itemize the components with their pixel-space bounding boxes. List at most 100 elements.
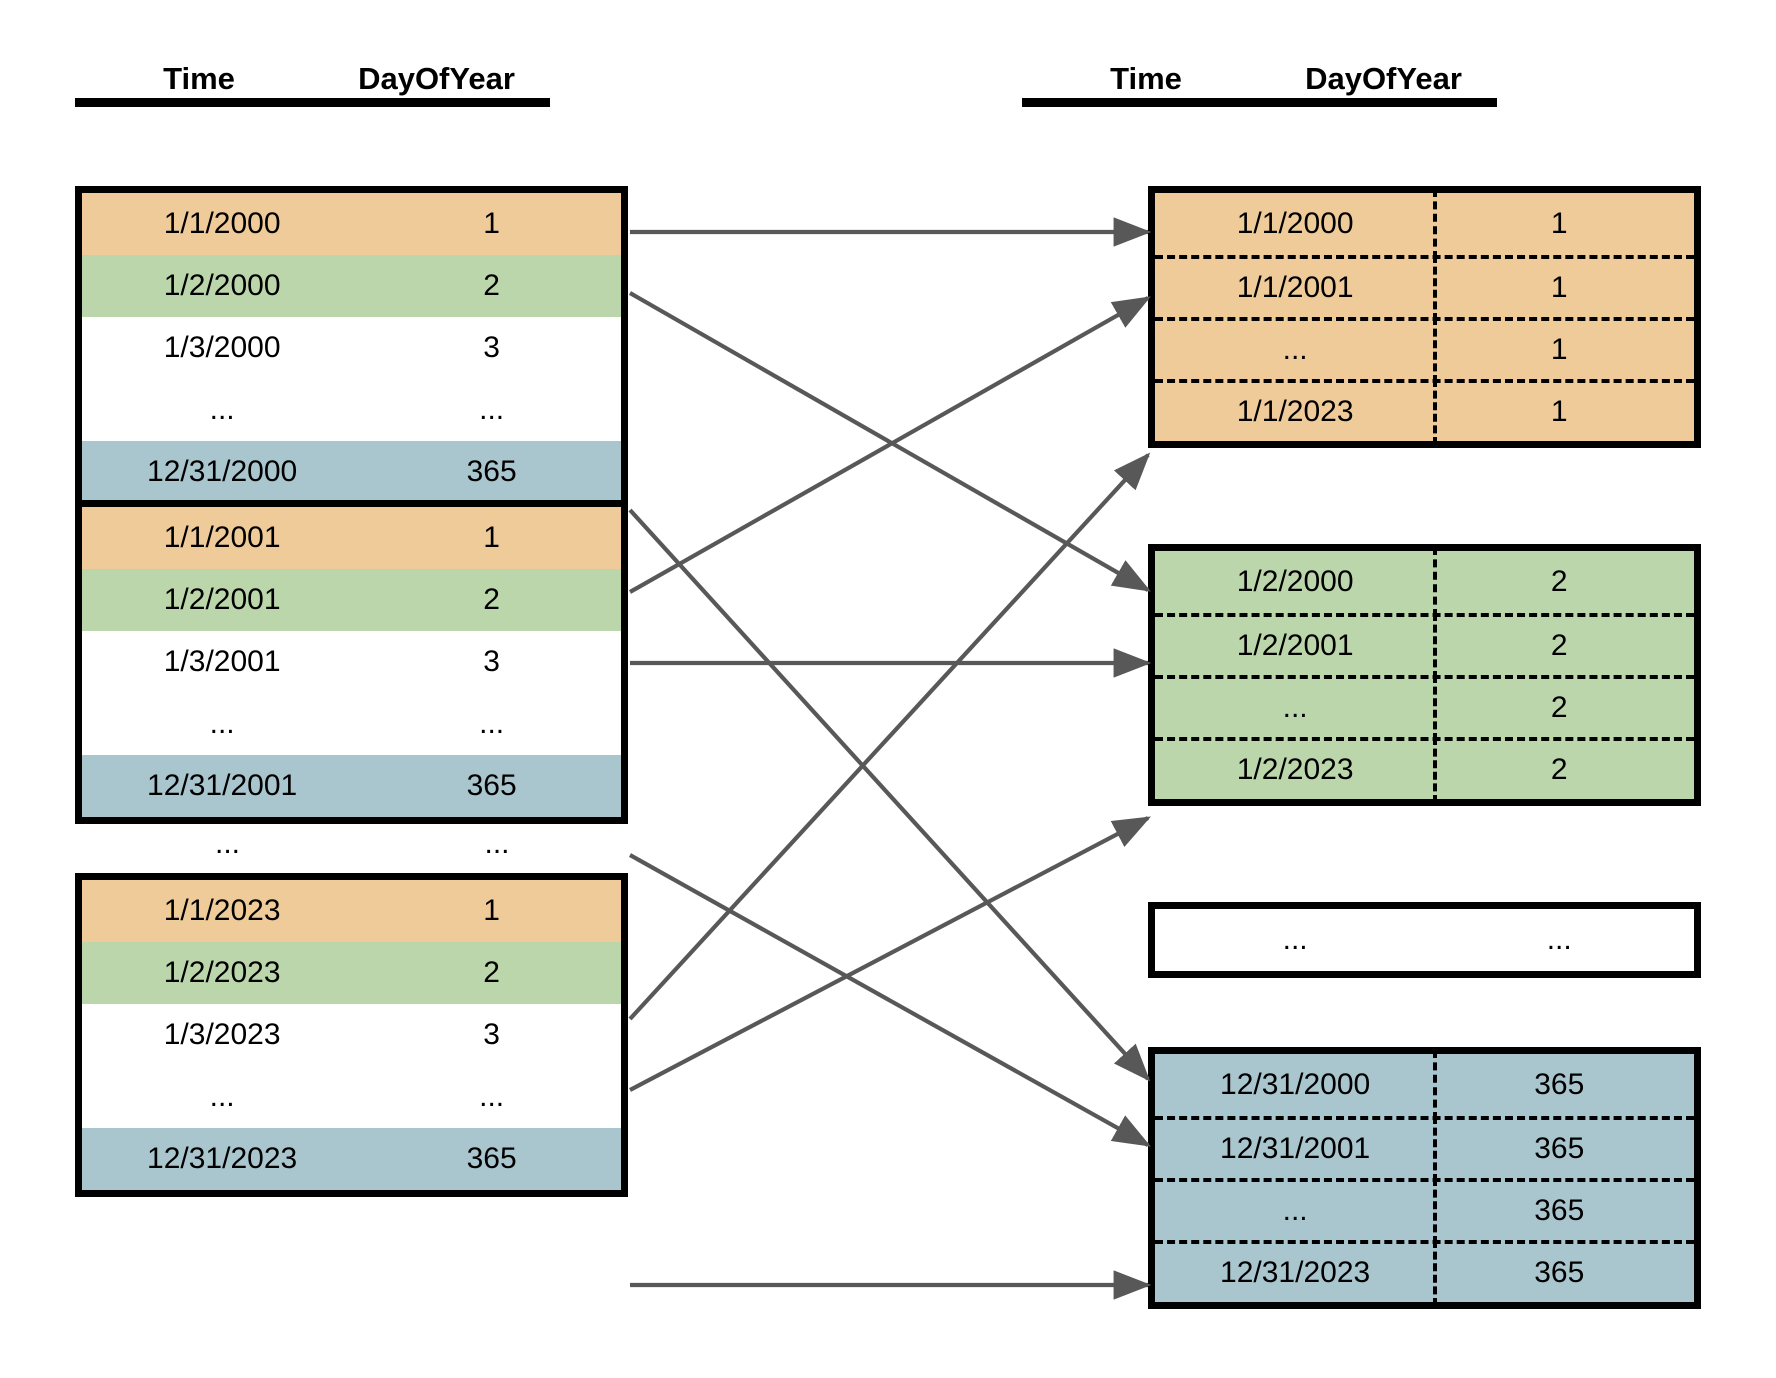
cell-dayofyear: 2 <box>483 583 500 616</box>
table-row: 12/31/2023 365 <box>1155 1240 1694 1306</box>
table-row: 1/2/2000 2 <box>1155 547 1694 617</box>
mapping-arrow <box>628 508 1151 1082</box>
cell-time: 1/1/2000 <box>163 207 281 240</box>
cell-time: 12/31/2023 <box>1155 1240 1438 1306</box>
table-row: 1/1/2001 1 <box>82 507 621 569</box>
table-row: 1/1/2000 1 <box>82 193 621 255</box>
table-row: 1/2/2000 2 <box>82 255 621 317</box>
cell-dayofyear: 1 <box>1550 271 1568 304</box>
cell-time: ... <box>1282 923 1308 956</box>
table-row: 1/1/2000 1 <box>1155 189 1694 259</box>
cell-time: 12/31/2001 <box>1155 1116 1438 1182</box>
cell-time: 1/1/2023 <box>1155 379 1438 445</box>
cell-dayofyear: 365 <box>1534 1256 1585 1289</box>
cell-dayofyear: ... <box>1546 923 1572 956</box>
table-row: ... ... <box>82 693 621 755</box>
cell-time: 1/2/2001 <box>1155 613 1438 679</box>
table-row: 1/1/2023 1 <box>1155 379 1694 445</box>
cell-time: 1/3/2001 <box>163 645 281 678</box>
table-row: ... 1 <box>1155 317 1694 383</box>
left-table-separator-ellipsis: ... ... <box>82 815 621 873</box>
cell-time: ... <box>215 827 241 860</box>
table-row: 1/2/2001 2 <box>82 569 621 631</box>
right-header-time: Time <box>1110 61 1182 96</box>
cell-time: 1/1/2023 <box>163 894 281 927</box>
cell-dayofyear: 2 <box>483 269 500 302</box>
cell-time: 1/1/2001 <box>1155 255 1438 321</box>
cell-dayofyear: ... <box>479 393 505 426</box>
left-header-group: Time DayOfYear <box>75 48 550 107</box>
cell-time: 1/1/2001 <box>163 521 281 554</box>
cell-dayofyear: 2 <box>1550 753 1568 786</box>
cell-dayofyear: 365 <box>466 1142 517 1175</box>
right-table-dayofyear-365: 12/31/2000 365 12/31/2001 365 ... 365 12… <box>1148 1047 1701 1309</box>
right-table-dayofyear-ellipsis: ... ... <box>1148 902 1701 978</box>
cell-dayofyear: 3 <box>483 331 500 364</box>
table-row: 1/1/2023 1 <box>82 880 621 942</box>
right-header-rule <box>1022 98 1497 107</box>
right-table-dayofyear-1: 1/1/2000 1 1/1/2001 1 ... 1 1/1/2023 1 <box>1148 186 1701 448</box>
cell-dayofyear: 1 <box>483 521 500 554</box>
cell-dayofyear: 365 <box>1534 1068 1585 1101</box>
left-table-year-2001: 1/1/2001 1 1/2/2001 2 1/3/2001 3 ... ...… <box>75 500 628 824</box>
table-row: 12/31/2000 365 <box>82 441 621 503</box>
table-row: 1/2/2023 2 <box>82 942 621 1004</box>
mapping-arrow <box>629 816 1151 1092</box>
table-row: ... 365 <box>1155 1178 1694 1244</box>
cell-time: 1/3/2000 <box>163 331 281 364</box>
cell-dayofyear: ... <box>484 827 510 860</box>
cell-time: 1/1/2000 <box>1155 189 1438 259</box>
cell-dayofyear: 2 <box>1550 691 1568 724</box>
cell-dayofyear: 2 <box>1550 629 1568 662</box>
table-row: ... ... <box>1155 909 1694 971</box>
mapping-arrow <box>628 853 1151 1147</box>
table-row: 1/2/2023 2 <box>1155 737 1694 803</box>
cell-time: 12/31/2023 <box>147 1142 298 1175</box>
cell-time: 1/2/2000 <box>1155 547 1438 617</box>
cell-dayofyear: 1 <box>483 894 500 927</box>
cell-dayofyear: 365 <box>1534 1132 1585 1165</box>
cell-dayofyear: 365 <box>466 455 517 488</box>
table-row: ... ... <box>82 1066 621 1128</box>
cell-dayofyear: 1 <box>1550 333 1568 366</box>
cell-time: ... <box>1155 317 1438 383</box>
right-header-dayofyear: DayOfYear <box>1305 61 1462 96</box>
cell-dayofyear: 1 <box>1550 207 1568 240</box>
left-table-year-2000: 1/1/2000 1 1/2/2000 2 1/3/2000 3 ... ...… <box>75 186 628 510</box>
table-row: 1/2/2001 2 <box>1155 613 1694 679</box>
cell-dayofyear: 2 <box>483 956 500 989</box>
cell-dayofyear: 2 <box>1550 565 1568 598</box>
cell-dayofyear: ... <box>479 707 505 740</box>
left-header-dayofyear: DayOfYear <box>358 61 515 96</box>
left-header-time: Time <box>163 61 235 96</box>
cell-time: ... <box>1155 675 1438 741</box>
left-table-year-2023: 1/1/2023 1 1/2/2023 2 1/3/2023 3 ... ...… <box>75 873 628 1197</box>
table-row: 12/31/2023 365 <box>82 1128 621 1190</box>
cell-time: 1/2/2023 <box>163 956 281 989</box>
cell-time: 1/2/2000 <box>163 269 281 302</box>
left-header-rule <box>75 98 550 107</box>
mapping-arrow <box>628 452 1151 1021</box>
cell-time: 12/31/2001 <box>147 769 298 802</box>
cell-dayofyear: ... <box>479 1080 505 1113</box>
cell-time: 1/3/2023 <box>163 1018 281 1051</box>
cell-time: 12/31/2000 <box>147 455 298 488</box>
cell-time: 12/31/2000 <box>1155 1050 1438 1120</box>
table-row: 1/3/2000 3 <box>82 317 621 379</box>
cell-dayofyear: 1 <box>483 207 500 240</box>
cell-time: ... <box>1155 1178 1438 1244</box>
cell-dayofyear: 365 <box>466 769 517 802</box>
table-row: 1/3/2001 3 <box>82 631 621 693</box>
cell-time: ... <box>209 707 235 740</box>
cell-dayofyear: 1 <box>1550 395 1568 428</box>
table-row: 1/3/2023 3 <box>82 1004 621 1066</box>
mapping-arrow <box>628 296 1151 594</box>
right-table-dayofyear-2: 1/2/2000 2 1/2/2001 2 ... 2 1/2/2023 2 <box>1148 544 1701 806</box>
cell-dayofyear: 3 <box>483 1018 500 1051</box>
table-row: 12/31/2001 365 <box>82 755 621 817</box>
mapping-arrow <box>628 291 1151 592</box>
cell-time: 1/2/2023 <box>1155 737 1438 803</box>
cell-time: ... <box>209 393 235 426</box>
cell-dayofyear: 365 <box>1534 1194 1585 1227</box>
